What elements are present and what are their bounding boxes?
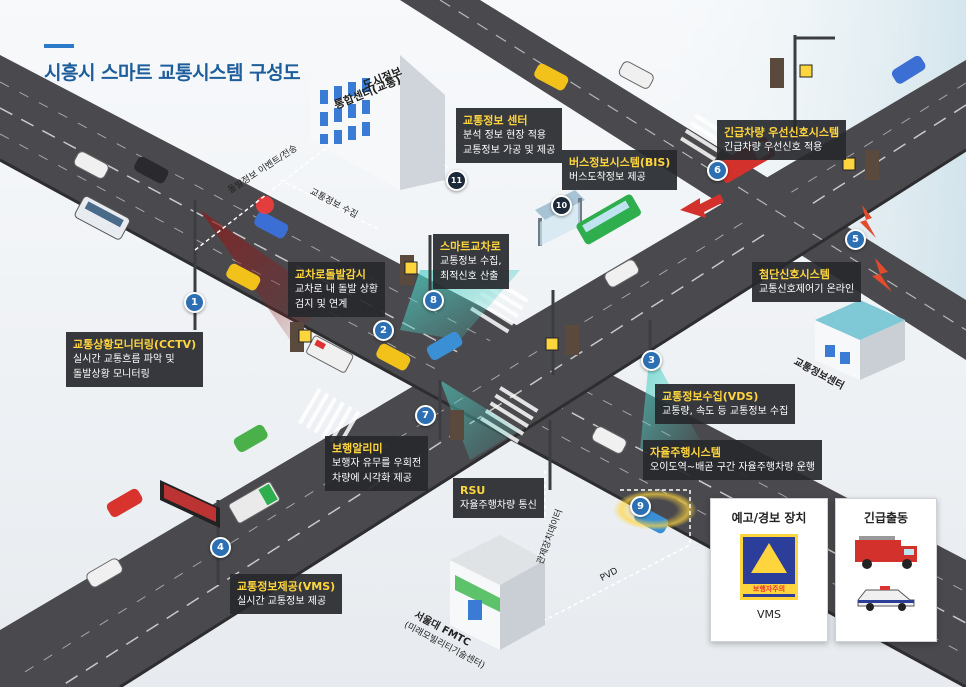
- callout-vms-head: 교통정보제공(VMS): [237, 580, 336, 593]
- page-title: 시흥시 스마트 교통시스템 구성도: [44, 62, 301, 84]
- callout-vms: 교통정보제공(VMS) 실시간 교통정보 제공: [230, 574, 343, 614]
- emergency-panel: 긴급출동: [835, 498, 937, 642]
- badge-5: 5: [845, 229, 866, 250]
- badge-7: 7: [415, 405, 436, 426]
- callout-bis-head: 버스정보시스템(BIS): [569, 156, 671, 169]
- callout-center-head: 교통정보 센터: [463, 114, 528, 127]
- road-diagonal-cross: [0, 60, 966, 687]
- callout-pedestrian-line1: 보행자 유무를 우회전: [332, 458, 422, 469]
- callout-signal-line1: 교통신호제어기 온라인: [759, 284, 855, 295]
- callout-center-line1: 분석 정보 현장 적용: [463, 130, 547, 141]
- traffic-info-center-building: [815, 300, 905, 380]
- badge-1: 1: [184, 292, 205, 313]
- badge-3: 3: [641, 350, 662, 371]
- badge-6: 6: [707, 160, 728, 181]
- badge-9: 9: [630, 496, 651, 517]
- title-accent-bar: [44, 44, 74, 48]
- callout-vds-head: 교통정보수집(VDS): [662, 390, 759, 403]
- warning-sign-text: 보행자주의: [743, 584, 795, 594]
- warning-sign: 보행자주의: [740, 534, 798, 600]
- emergency-panel-title: 긴급출동: [863, 511, 909, 525]
- badge-2: 2: [373, 320, 394, 341]
- warning-device-panel: 예고/경보 장치 보행자주의 VMS: [710, 498, 828, 642]
- callout-smart-line1: 교통정보 수집,: [440, 256, 502, 267]
- callout-rsu-head: RSU: [460, 484, 486, 497]
- callout-intersection-incident: 교차로돌발감시 교차로 내 돌발 상황 검지 및 연계: [288, 262, 386, 317]
- city-info-center-building: [310, 55, 445, 190]
- incident-alert: [256, 196, 274, 214]
- callout-emergency-priority: 긴급차량 우선신호시스템 긴급차량 우선신호 적용: [717, 120, 847, 160]
- callout-rsu-line1: 자율주행차량 통신: [460, 500, 537, 511]
- fire-truck-icon: [855, 536, 917, 569]
- callout-center-line2: 교통정보 가공 및 제공: [463, 145, 556, 156]
- callout-cctv-head: 교통상황모니터링(CCTV): [73, 338, 197, 351]
- badge-8: 8: [423, 290, 444, 311]
- callout-cctv-line1: 실시간 교통흐름 파악 및: [73, 354, 175, 365]
- callout-signal-head: 첨단신호시스템: [759, 268, 830, 281]
- callout-incident-line2: 검지 및 연계: [295, 299, 348, 310]
- callout-advanced-signal: 첨단신호시스템 교통신호제어기 온라인: [752, 262, 862, 302]
- callout-incident-line1: 교차로 내 돌발 상황: [295, 284, 379, 295]
- pedestrian-beam: [440, 380, 520, 460]
- callout-vds: 교통정보수집(VDS) 교통량, 속도 등 교통정보 수집: [655, 384, 796, 424]
- vms-board: [160, 480, 220, 528]
- callout-rsu: RSU 자율주행차량 통신: [453, 478, 544, 518]
- callout-bis: 버스정보시스템(BIS) 버스도착정보 제공: [562, 150, 678, 190]
- signal-bolts: [860, 205, 892, 292]
- callout-smart-head: 스마트교차로: [440, 240, 501, 253]
- callout-smart-line2: 최적신호 산출: [440, 271, 499, 282]
- autonomous-car-ring: [613, 490, 697, 530]
- callout-autonomous-head: 자율주행시스템: [650, 446, 721, 459]
- callout-traffic-info-center: 교통정보 센터 분석 정보 현장 적용 교통정보 가공 및 제공: [456, 108, 563, 163]
- callout-vms-line1: 실시간 교통정보 제공: [237, 596, 327, 607]
- callout-autonomous: 자율주행시스템 오이도역~배곧 구간 자율주행차량 운행: [643, 440, 823, 480]
- fmtc-building: [450, 535, 545, 650]
- callout-vds-line1: 교통량, 속도 등 교통정보 수집: [662, 406, 789, 417]
- callout-cctv-line2: 돌발상황 모니터링: [73, 369, 150, 380]
- badge-11: 11: [446, 170, 467, 191]
- emergency-priority-arrow: [680, 194, 724, 218]
- callout-cctv: 교통상황모니터링(CCTV) 실시간 교통흐름 파악 및 돌발상황 모니터링: [66, 332, 204, 387]
- callout-pedestrian-alert: 보행알리미 보행자 유무를 우회전 차량에 시각화 제공: [325, 436, 429, 491]
- police-car-icon: [857, 586, 915, 611]
- callout-emergency-head: 긴급차량 우선신호시스템: [724, 126, 840, 139]
- callout-smart-intersection: 스마트교차로 교통정보 수집, 최적신호 산출: [433, 234, 509, 289]
- badge-4: 4: [210, 537, 231, 558]
- callout-autonomous-line1: 오이도역~배곧 구간 자율주행차량 운행: [650, 462, 816, 473]
- callout-pedestrian-head: 보행알리미: [332, 442, 383, 455]
- warning-sign-icon: [751, 543, 787, 573]
- badge-10: 10: [551, 195, 572, 216]
- warning-panel-caption: VMS: [757, 608, 781, 621]
- callout-bis-line1: 버스도착정보 제공: [569, 172, 646, 183]
- callout-emergency-line1: 긴급차량 우선신호 적용: [724, 142, 823, 153]
- warning-panel-title: 예고/경보 장치: [731, 511, 807, 525]
- callout-incident-head: 교차로돌발감시: [295, 268, 366, 281]
- callout-pedestrian-line2: 차량에 시각화 제공: [332, 473, 412, 484]
- data-links: [194, 144, 691, 621]
- pedestrian-signs: [298, 64, 856, 351]
